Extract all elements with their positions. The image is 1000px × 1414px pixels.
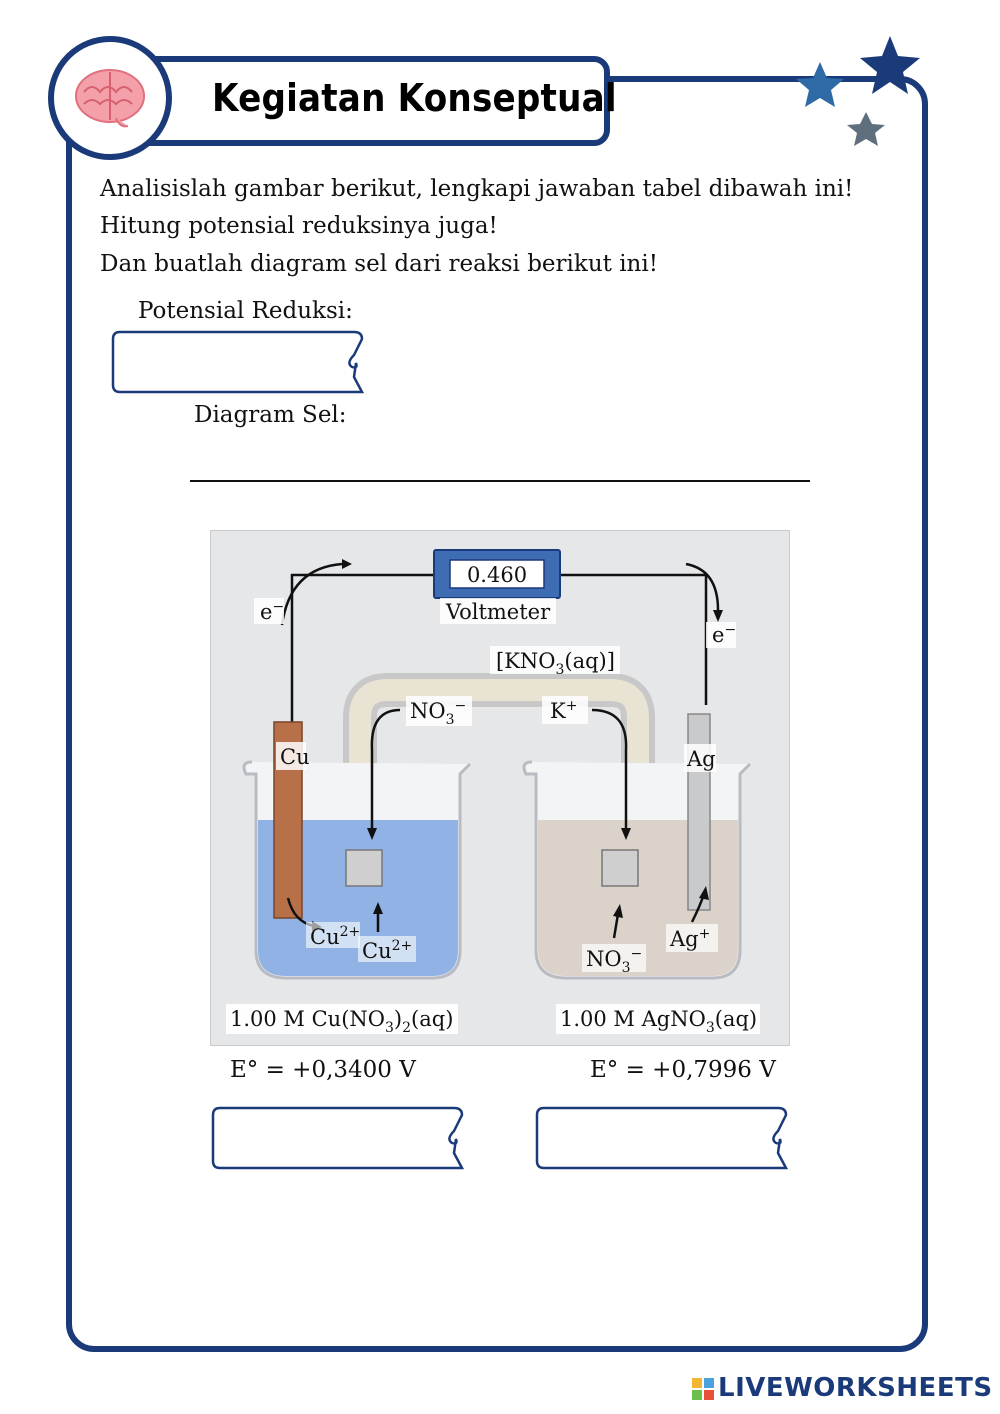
electron-label-right: e [712,623,724,647]
instruction-line-2: Hitung potensial reduksinya juga! [100,213,498,239]
left-answer-box[interactable] [210,1105,466,1171]
potential-label: Potensial Reduksi: [138,298,353,324]
footer-brand: LIVEWORKSHEETS [718,1373,993,1403]
voltmeter-label: Voltmeter [445,600,551,624]
left-solution-mid: ) [394,1007,402,1031]
svg-text:e−: e− [260,599,284,624]
right-electrode-label: Ag [686,747,716,771]
diagram-label: Diagram Sel: [194,402,347,428]
right-ion-sup: + [699,926,711,942]
anion-solution-sup: − [631,946,643,962]
anion-solution-sub: 3 [622,960,631,976]
svg-text:Cu2+: Cu2+ [362,938,412,963]
right-potential-text: E° = +0,7996 V [590,1057,776,1083]
left-potential-text: E° = +0,3400 V [230,1057,416,1083]
electron-label-left: e [260,600,272,624]
svg-text:1.00 M Cu(NO3)2(aq): 1.00 M Cu(NO3)2(aq) [230,1007,453,1036]
anion-solution-label: NO [586,947,622,971]
page-title: Kegiatan Konseptual [212,76,617,120]
salt-bridge-label: [KNO [496,649,555,673]
svg-text:Ag+: Ag+ [669,926,710,951]
salt-bridge-post: (aq)] [564,649,615,673]
svg-text:e−: e− [712,622,736,647]
left-solution-sub1: 3 [385,1020,394,1036]
voltmeter-reading: 0.460 [467,563,527,587]
left-solution-post: (aq) [411,1007,453,1031]
left-ion-sup-2: 2+ [392,938,413,954]
left-electrode-label: Cu [280,745,310,769]
anion-bridge-sup: − [455,698,467,714]
diagram-answer-line[interactable] [190,480,810,482]
brain-icon [48,36,172,160]
right-solution-label: 1.00 M AgNO [560,1007,706,1031]
svg-text:NO3−: NO3− [586,946,642,976]
svg-text:NO3−: NO3− [410,698,466,728]
left-ion-label-1: Cu [310,925,340,949]
left-ion-sup-1: 2+ [340,924,361,940]
svg-text:Cu2+: Cu2+ [310,924,360,949]
svg-text:K+: K+ [550,698,577,723]
right-solution-post: (aq) [715,1007,757,1031]
electron-sup-left: − [272,599,284,615]
galvanic-cell-figure: 0.460 Voltmeter e− e− [KNO3(aq)] Cu Ag N… [210,530,790,1046]
anion-bridge-sub: 3 [446,712,455,728]
right-solution-sub: 3 [706,1020,715,1036]
left-solution-sub2: 2 [402,1020,411,1036]
potential-answer-box[interactable] [110,329,366,395]
salt-bridge-sub: 3 [555,662,564,678]
svg-text:[KNO3(aq)]: [KNO3(aq)] [496,649,615,678]
cation-bridge-label: K [550,699,566,723]
left-solution-label: 1.00 M Cu(NO [230,1007,385,1031]
instruction-line-1: Analisislah gambar berikut, lengkapi jaw… [100,176,854,202]
instruction-line-3: Dan buatlah diagram sel dari reaksi beri… [100,251,658,277]
cation-bridge-sup: + [566,698,578,714]
svg-text:1.00 M AgNO3(aq): 1.00 M AgNO3(aq) [560,1007,757,1036]
electron-sup-right: − [724,622,736,638]
stars-icon [796,36,920,146]
anion-bridge-label: NO [410,699,446,723]
liveworksheets-logo-icon [692,1378,714,1400]
left-ion-label-2: Cu [362,939,392,963]
right-answer-box[interactable] [534,1105,790,1171]
right-ion-label: Ag [669,927,699,951]
